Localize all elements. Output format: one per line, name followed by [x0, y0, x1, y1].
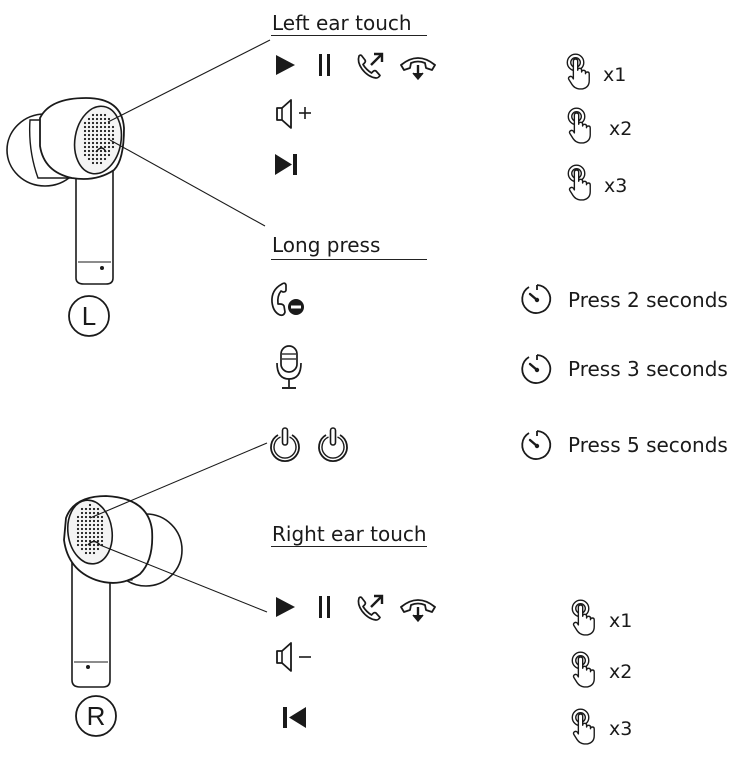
right-earbud — [63, 495, 183, 688]
next-track-icon — [275, 154, 297, 175]
left-ear-touch-heading: Left ear touch — [272, 11, 412, 35]
tap-hand-icon — [571, 599, 595, 636]
answer-call-icon — [354, 50, 386, 82]
previous-track-icon — [283, 707, 306, 728]
stopwatch-icon — [521, 429, 552, 461]
right-heading-underline — [271, 546, 427, 547]
microphone-icon — [276, 345, 302, 389]
tap-count-x2: x2 — [609, 661, 633, 683]
right-badge: R — [86, 701, 106, 731]
pause-icon — [319, 596, 330, 618]
volume-down-icon — [276, 642, 311, 672]
play-icon — [276, 597, 295, 617]
tap-count-x1: x1 — [603, 64, 627, 86]
press-5-seconds-label: Press 5 seconds — [568, 433, 728, 457]
press-3-seconds-label: Press 3 seconds — [568, 357, 728, 381]
power-on-icon — [270, 427, 300, 463]
play-icon — [276, 55, 295, 75]
reject-call-icon — [271, 282, 304, 317]
long-press-heading: Long press — [272, 233, 381, 257]
tap-count-x2: x2 — [609, 118, 633, 140]
long-press-underline — [271, 259, 427, 260]
tap-count-x3: x3 — [609, 718, 633, 740]
stopwatch-icon — [521, 353, 552, 385]
speaker-grille-left — [83, 113, 115, 165]
volume-up-icon — [276, 99, 311, 129]
tap-hand-icon — [567, 164, 591, 201]
left-heading-underline — [271, 35, 427, 36]
stopwatch-icon — [521, 283, 552, 315]
right-ear-touch-heading: Right ear touch — [272, 522, 427, 546]
tap-hand-icon — [566, 53, 590, 90]
tap-count-x1: x1 — [609, 610, 633, 632]
left-earbud — [6, 97, 125, 285]
tap-hand-icon — [571, 708, 595, 745]
tap-count-x3: x3 — [604, 175, 628, 197]
hang-up-icon — [398, 595, 438, 625]
tap-hand-icon — [571, 651, 595, 688]
answer-call-icon — [354, 592, 386, 624]
power-off-icon — [318, 427, 348, 463]
speaker-grille-right — [76, 503, 104, 555]
press-2-seconds-label: Press 2 seconds — [568, 288, 728, 312]
tap-hand-icon — [567, 107, 591, 144]
hang-up-icon — [398, 53, 438, 83]
pause-icon — [319, 54, 330, 76]
left-badge: L — [81, 301, 97, 331]
